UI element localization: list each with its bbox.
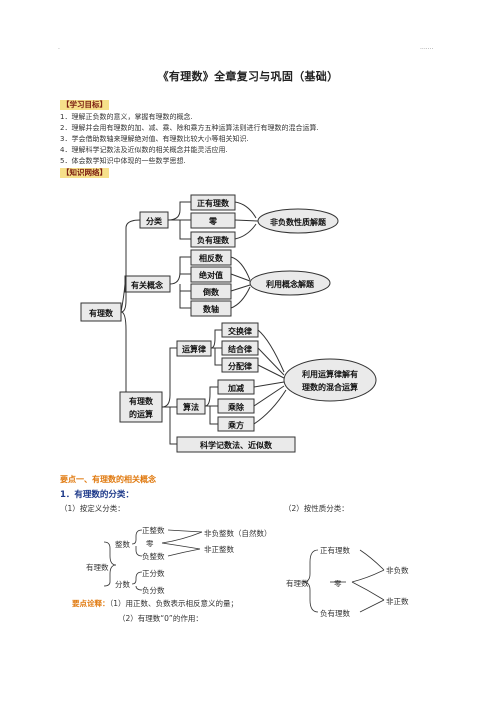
tree1-int-item: 正整数 <box>142 525 165 535</box>
label-ops-group: 算法 <box>183 402 199 412</box>
label-class-item: 负有理数 <box>197 235 230 245</box>
label-concept-item: 数轴 <box>203 304 219 314</box>
header-left-mark: · <box>58 46 60 53</box>
tree2-nonpos: 非正数 <box>386 596 409 606</box>
goal-item: 5．体会数学知识中体现的一些数学思想. <box>60 157 186 165</box>
note-1-text: （1）用正数、负数表示相反意义的量； <box>109 599 239 608</box>
label-op-item: 乘除 <box>227 402 245 412</box>
label-concept-item: 倒数 <box>202 287 220 297</box>
note-label: 要点诠释： <box>72 599 110 608</box>
label-concepts: 有关概念 <box>131 280 163 290</box>
label-outcome-3a: 利用运算律解有 <box>301 369 358 379</box>
diagram-connectors <box>120 201 287 445</box>
goal-item: 3．学会借助数轴来理解绝对值、有理数比较大小等相关知识. <box>60 135 249 143</box>
label-concept-item: 绝对值 <box>199 270 223 280</box>
label-sci-notation: 科学记数法、近似数 <box>200 440 273 450</box>
label-op-item: 乘方 <box>227 420 244 430</box>
tree-by-property-braces <box>302 549 385 613</box>
tree1-fraction: 分数 <box>115 579 130 589</box>
label-outcome-3b: 理数的混合运算 <box>302 382 358 392</box>
tree1-int-item: 零 <box>146 539 154 548</box>
header-right-mark: ······· <box>420 46 434 53</box>
label-operations-2: 的运算 <box>129 409 153 419</box>
tree1-integer: 整数 <box>115 539 130 549</box>
tree2-root: 有理数 <box>286 578 309 588</box>
by-property-label: （2）按性质分类： <box>284 504 349 513</box>
tree2-pos: 正有理数 <box>320 545 350 555</box>
tree2-zero: 零 <box>334 579 342 588</box>
goal-item: 1．理解正负数的意义，掌握有理数的概念. <box>60 113 193 121</box>
subheading: 1．有理数的分类： <box>60 490 134 500</box>
label-laws-group: 运算律 <box>182 344 206 354</box>
node-outcome-3 <box>283 358 377 402</box>
tree-by-definition-braces <box>103 529 203 591</box>
goals-tag: 【学习目标】 <box>60 100 109 110</box>
tree1-root: 有理数 <box>86 562 109 572</box>
label-root: 有理数 <box>89 308 114 318</box>
page-title: 《有理数》全章复习与巩固（基础） <box>157 70 339 83</box>
goal-item: 4．理解科学记数法及近似数的相关概念并能灵活应用. <box>60 146 228 154</box>
label-law-item: 分配律 <box>228 361 252 371</box>
tree1-nonneg: 非负整数（自然数） <box>204 528 272 538</box>
label-classification: 分类 <box>146 216 162 226</box>
note-line-2: （2）有理数“0”的作用： <box>118 614 203 623</box>
tree1-frac-item: 正分数 <box>142 568 165 578</box>
goal-item: 2．理解并会用有理数的加、减、乘、除和乘方五种运算法则进行有理数的混合运算. <box>60 124 319 132</box>
label-operations-1: 有理数 <box>129 396 154 406</box>
label-class-item: 正有理数 <box>197 198 230 208</box>
node-operations <box>119 391 163 423</box>
network-tag: 【知识网络】 <box>60 168 109 178</box>
label-outcome-2: 利用概念解题 <box>265 279 315 289</box>
node-outcome-2 <box>249 270 331 296</box>
label-class-item: 零 <box>208 216 218 226</box>
tree1-nonpos: 非正整数 <box>204 544 234 554</box>
section-heading: 要点一、有理数的相关概念 <box>60 475 156 484</box>
note-line-1: 要点诠释：（1）用正数、负数表示相反意义的量； <box>72 598 238 609</box>
label-concept-item: 相反数 <box>199 253 224 263</box>
by-definition-label: （1）按定义分类： <box>60 504 125 513</box>
label-law-item: 交换律 <box>228 326 252 336</box>
tree1-frac-item: 负分数 <box>142 585 165 595</box>
label-law-item: 结合律 <box>228 344 252 354</box>
label-op-item: 加减 <box>227 383 244 393</box>
label-outcome-1: 非负数性质解题 <box>270 217 327 227</box>
tree2-neg: 负有理数 <box>320 608 350 618</box>
tree1-int-item: 负整数 <box>142 551 165 561</box>
tree2-nonneg: 非负数 <box>386 565 409 575</box>
